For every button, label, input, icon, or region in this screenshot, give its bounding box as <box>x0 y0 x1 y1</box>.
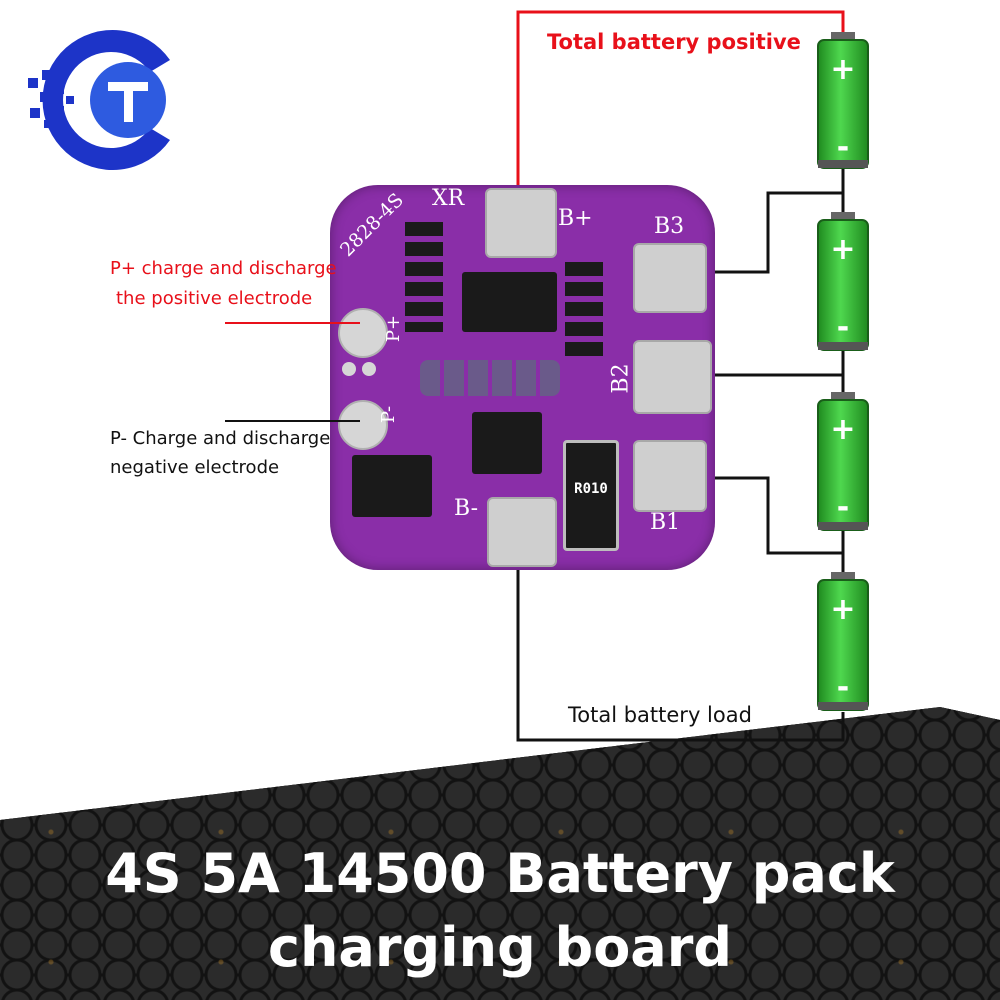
p-plus-label-line2: the positive electrode <box>116 288 313 309</box>
total-positive-wire <box>516 10 845 235</box>
p-minus-label-line1: P- Charge and discharge <box>110 428 331 449</box>
headline-line-2: charging board <box>267 916 733 979</box>
label-b-plus: B+ <box>558 206 593 231</box>
p-minus-leader-line <box>225 420 360 422</box>
total-load-label: Total battery load <box>568 703 752 727</box>
p-plus-leader-line <box>225 322 360 324</box>
battery-cell-3 <box>817 392 869 531</box>
resistor-row <box>565 262 603 362</box>
battery-plus-symbol: + <box>830 232 856 267</box>
headline-line-1: 4S 5A 14500 Battery pack <box>105 842 895 905</box>
pad-b3 <box>633 243 707 313</box>
label-p-minus: P- <box>378 405 400 424</box>
label-b-minus: B- <box>454 496 479 521</box>
total-positive-label: Total battery positive <box>547 30 801 54</box>
battery-plus-symbol: + <box>830 592 856 627</box>
board-brand-text: XR <box>432 186 465 211</box>
resistor-row <box>405 222 443 332</box>
p-minus-label-line2: negative electrode <box>110 457 280 478</box>
mosfet-chip <box>472 412 542 474</box>
capacitor-row <box>420 360 560 396</box>
battery-minus-symbol: - <box>836 130 850 165</box>
battery-plus-symbol: + <box>830 412 856 447</box>
battery-minus-symbol: - <box>836 310 850 345</box>
p-plus-label-line1: P+ charge and discharge <box>110 258 337 279</box>
shunt-resistor <box>563 440 619 551</box>
control-ic-chip <box>462 272 557 332</box>
label-b1: B1 <box>650 510 681 535</box>
test-pad <box>362 362 376 376</box>
company-logo <box>28 30 170 170</box>
label-b3: B3 <box>654 214 685 239</box>
test-pad <box>342 362 356 376</box>
battery-plus-symbol: + <box>830 52 856 87</box>
pad-b-minus <box>487 497 557 567</box>
b-minus-wire <box>516 520 845 742</box>
battery-cell-4 <box>817 572 869 711</box>
pad-b1 <box>633 440 707 512</box>
battery-minus-symbol: - <box>836 490 850 525</box>
pad-p-plus <box>338 308 388 358</box>
pad-b-plus <box>485 188 557 258</box>
battery-cell-1 <box>817 32 869 169</box>
b3-wire <box>668 191 843 274</box>
shunt-resistor-label: R010 <box>574 481 608 497</box>
label-b2: B2 <box>608 363 634 394</box>
mosfet-chip <box>352 455 432 517</box>
battery-minus-symbol: - <box>836 670 850 705</box>
label-p-plus: P+ <box>383 314 405 343</box>
b1-wire <box>668 476 843 555</box>
battery-cell-2 <box>817 212 869 351</box>
pad-p-minus <box>338 400 388 450</box>
pad-b2 <box>633 340 712 414</box>
